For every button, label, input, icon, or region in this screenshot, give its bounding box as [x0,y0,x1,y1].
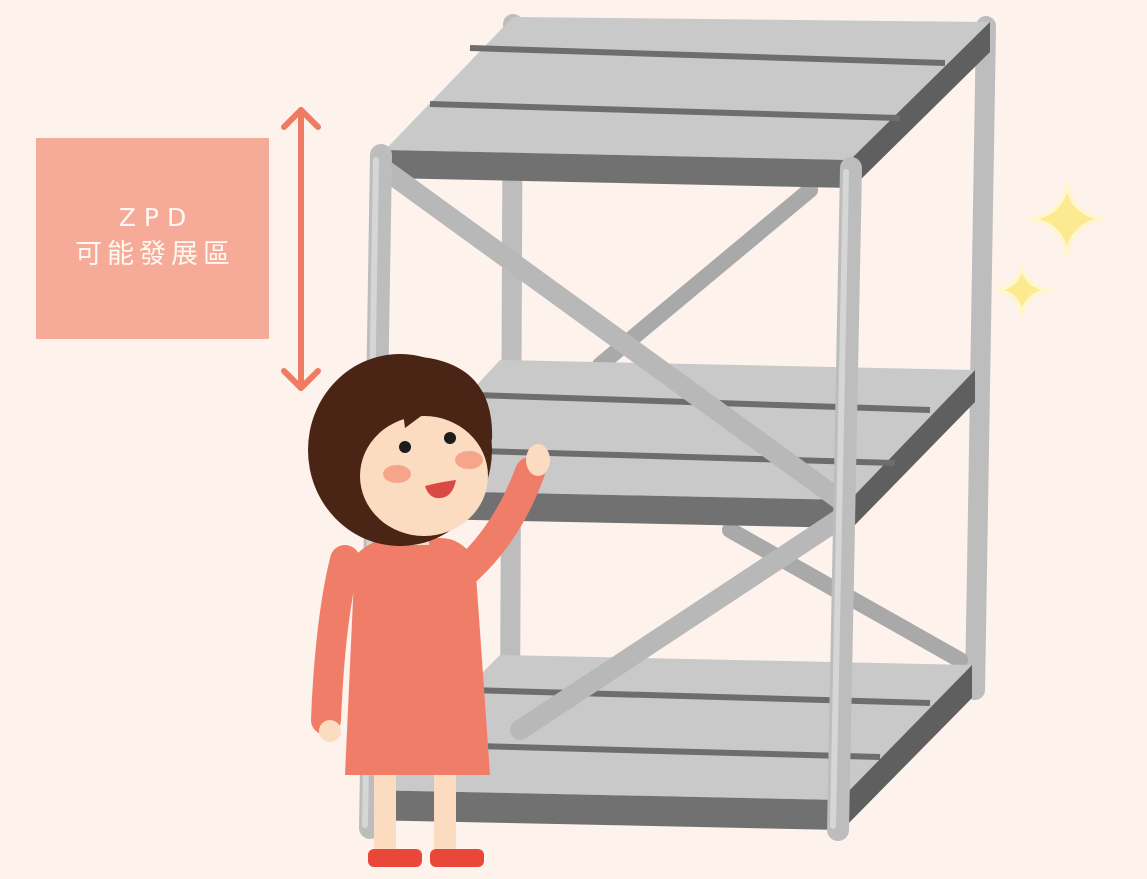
left-eye [399,441,411,453]
face [360,416,488,536]
shelf-front-right-post [827,157,862,841]
right-eye [444,432,456,444]
sparkles-icon [995,181,1106,318]
double-arrow-icon [281,107,321,391]
right-leg [434,770,456,855]
shelf-bottom [365,655,972,830]
raised-hand [526,444,550,476]
shelf-top [385,17,990,188]
mouth [425,480,456,499]
left-hand [319,720,341,742]
zpd-title: ZPD [118,203,195,232]
shelf-back-right-post [965,16,996,700]
left-shoe [368,849,422,867]
dress [345,538,490,775]
right-shoe [430,849,484,867]
left-leg [374,770,396,855]
child-figure [308,354,550,867]
zpd-label-box: ZPD 可能發展區 [36,138,269,339]
zpd-subtitle: 可能發展區 [75,238,235,270]
